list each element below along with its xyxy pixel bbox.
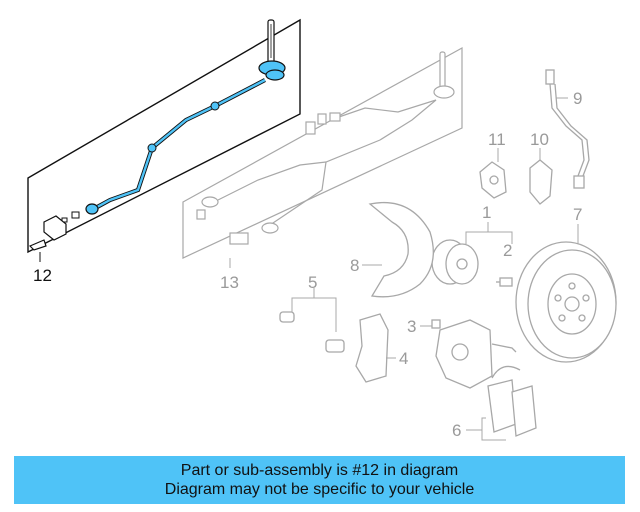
part-3-caliper[interactable]	[431, 319, 517, 389]
panel-13[interactable]	[182, 46, 463, 259]
callout-11[interactable]: 11	[488, 130, 506, 149]
part-10-bracket[interactable]	[529, 159, 553, 205]
info-banner: Part or sub-assembly is #12 in diagram D…	[14, 456, 625, 504]
callout-7[interactable]: 7	[573, 205, 582, 224]
part-4-caliper-bracket[interactable]	[355, 313, 389, 383]
part-1-wheel-hub[interactable]	[431, 239, 479, 285]
callout-6[interactable]: 6	[452, 421, 461, 440]
panel-12[interactable]	[27, 18, 301, 254]
callout-3[interactable]: 3	[407, 317, 416, 336]
callout-1[interactable]: 1	[482, 203, 491, 222]
banner-line-1: Part or sub-assembly is #12 in diagram	[180, 462, 459, 479]
banner-line-2: Diagram may not be specific to your vehi…	[164, 481, 475, 498]
callout-5[interactable]: 5	[308, 273, 317, 292]
callout-2[interactable]: 2	[503, 241, 512, 260]
leader-6	[481, 417, 506, 441]
callout-8[interactable]: 8	[350, 256, 359, 275]
callout-10[interactable]: 10	[530, 130, 549, 149]
leader-5	[291, 297, 337, 332]
part-5-guide-pins[interactable]	[279, 311, 345, 353]
part-11-sensor[interactable]	[479, 161, 507, 199]
part-7-brake-disc[interactable]	[515, 241, 617, 363]
callout-13[interactable]: 13	[220, 273, 239, 292]
leader-1	[465, 231, 513, 244]
callout-9[interactable]: 9	[573, 89, 582, 108]
part-8-splash-shield[interactable]	[368, 201, 434, 298]
part-9-brake-hose[interactable]	[545, 69, 590, 189]
part-6-brake-pads[interactable]	[487, 365, 537, 437]
callout-4[interactable]: 4	[399, 349, 408, 368]
part-2-bolt[interactable]	[496, 277, 513, 287]
callout-12[interactable]: 12	[33, 266, 52, 285]
parts-diagram: 12 13 9 10 11	[27, 18, 617, 441]
